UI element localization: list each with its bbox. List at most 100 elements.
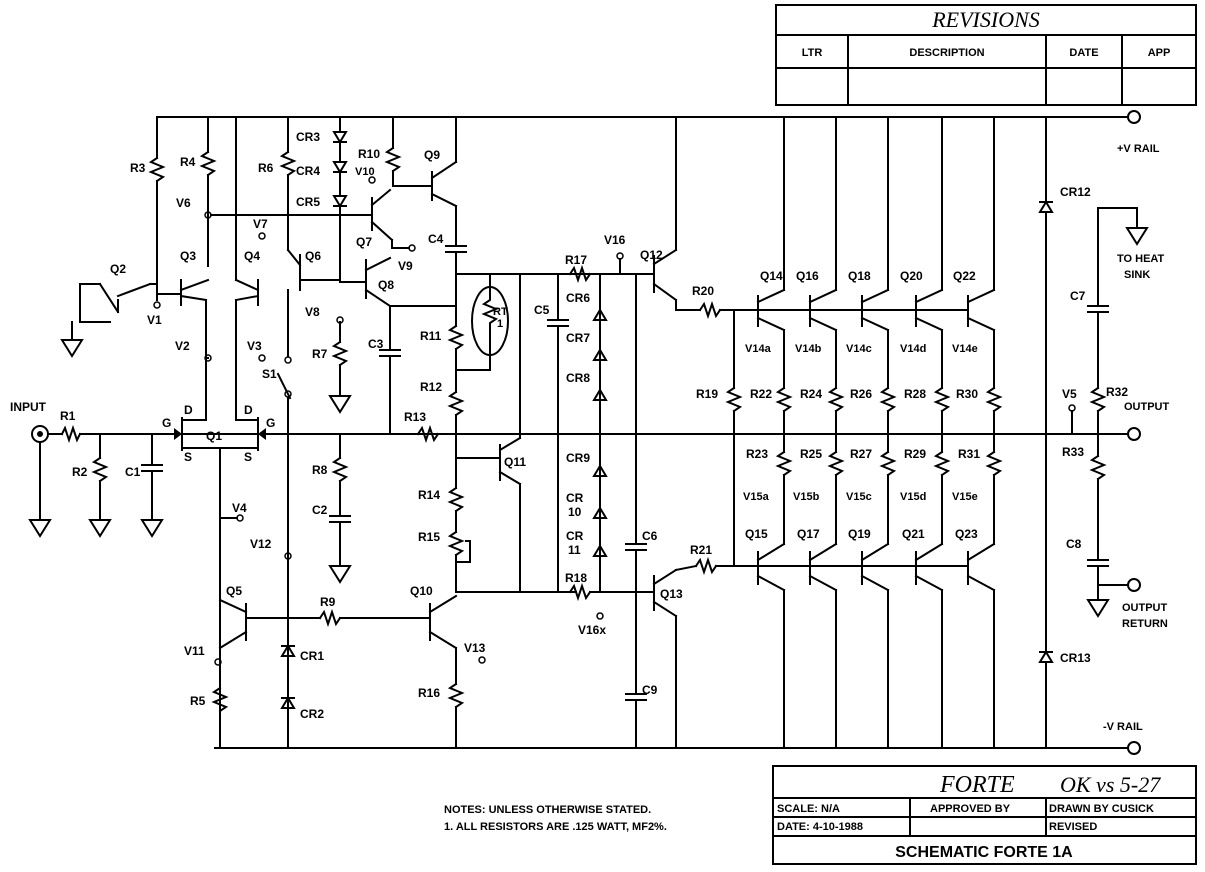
label-r13: R13: [404, 410, 426, 424]
label-c5: C5: [534, 303, 550, 317]
label-r20: R20: [692, 284, 714, 298]
label-v1: V1: [147, 313, 162, 327]
label-cr8: CR8: [566, 371, 590, 385]
label-v10: V10: [355, 166, 375, 178]
label-r27: R27: [850, 447, 872, 461]
label-q23: Q23: [955, 527, 978, 541]
label-r22: R22: [750, 387, 772, 401]
label-r19: R19: [696, 387, 718, 401]
label-q11: Q11: [504, 455, 526, 469]
label-cr10-b: 10: [568, 505, 582, 519]
label-q10: Q10: [410, 584, 433, 598]
label-q8: Q8: [378, 278, 394, 292]
label-cr9: CR9: [566, 451, 590, 465]
label-r23: R23: [746, 447, 768, 461]
label-c7: C7: [1070, 289, 1086, 303]
label-heat-sink-2: SINK: [1124, 269, 1150, 281]
emitter-resistors-lower: [775, 433, 1003, 545]
npn-bank: [756, 288, 996, 332]
label-r1: R1: [60, 409, 76, 423]
output-stage: Q14 Q16 Q18 Q20 Q22 V14a V14b V14c V14d …: [743, 116, 1128, 749]
label-v12: V12: [250, 537, 272, 551]
label-v16x: V16x: [578, 623, 606, 637]
label-q4: Q4: [244, 249, 260, 263]
title-revised: REVISED: [1049, 821, 1097, 833]
label-q9: Q9: [424, 148, 440, 162]
label-r31: R31: [958, 447, 980, 461]
title-scale: SCALE: N/A: [777, 803, 840, 815]
title-schematic: SCHEMATIC FORTE 1A: [895, 844, 1073, 861]
label-r5: R5: [190, 694, 206, 708]
label-c1: C1: [125, 465, 141, 479]
label-output-return-1: OUTPUT: [1122, 602, 1168, 614]
label-vminus-rail: -V RAIL: [1103, 721, 1143, 733]
label-q16: Q16: [796, 269, 819, 283]
label-cr6: CR6: [566, 291, 590, 305]
label-v9: V9: [398, 259, 413, 273]
label-cr1: CR1: [300, 649, 324, 663]
label-output-return-2: RETURN: [1122, 618, 1168, 630]
label-cr4: CR4: [296, 164, 320, 178]
label-input: INPUT: [10, 400, 47, 414]
label-c8: C8: [1066, 537, 1082, 551]
title-handwritten-note: OK vs 5-27: [1060, 772, 1161, 797]
label-q18: Q18: [848, 269, 871, 283]
pnp-bank: [756, 542, 996, 749]
label-v16: V16: [604, 233, 626, 247]
rev-header-app: APP: [1148, 47, 1171, 59]
label-v14c: V14c: [846, 343, 872, 355]
notes-line-1: NOTES: UNLESS OTHERWISE STATED.: [444, 804, 651, 816]
label-q15: Q15: [745, 527, 768, 541]
title-block: FORTE OK vs 5-27 SCALE: N/A APPROVED BY …: [772, 765, 1197, 865]
label-q12: Q12: [640, 248, 663, 262]
label-r10: R10: [358, 147, 380, 161]
rails: +V RAIL -V RAIL OUTPUT TO HEAT SINK OUTP…: [156, 110, 1170, 755]
label-q14: Q14: [760, 269, 783, 283]
label-cr11-a: CR: [566, 529, 584, 543]
label-c4: C4: [428, 232, 444, 246]
bias-stack: R17 V16 C5 CR6 CR7 CR8 CR9 CR 10 CR 11 R…: [534, 233, 658, 749]
label-v15d: V15d: [900, 491, 926, 503]
label-r32: R32: [1106, 385, 1128, 399]
label-r24: R24: [800, 387, 822, 401]
label-v15a: V15a: [743, 491, 770, 503]
label-r18: R18: [565, 571, 587, 585]
pin-d2: D: [244, 403, 253, 417]
rev-header-date: DATE: [1069, 47, 1098, 59]
label-q22: Q22: [953, 269, 976, 283]
label-rt-1: 1: [497, 318, 503, 330]
revisions-block: REVISIONS LTR DESCRIPTION DATE APP: [775, 4, 1197, 106]
label-r14: R14: [418, 488, 440, 502]
label-v8: V8: [305, 305, 320, 319]
label-cr11-b: 11: [568, 543, 581, 557]
label-v14a: V14a: [745, 343, 772, 355]
label-v3: V3: [247, 339, 262, 353]
label-cr13: CR13: [1060, 651, 1091, 665]
label-r7: R7: [312, 347, 328, 361]
label-r29: R29: [904, 447, 926, 461]
label-r2: R2: [72, 465, 88, 479]
label-v13: V13: [464, 641, 486, 655]
input-stage: INPUT R1 R2 C1 G D S G D S Q1: [10, 299, 455, 749]
notes-line-2: 1. ALL RESISTORS ARE .125 WATT, MF2%.: [444, 821, 667, 833]
label-r17: R17: [565, 253, 587, 267]
label-heat-sink-1: TO HEAT: [1117, 253, 1165, 265]
label-cr2: CR2: [300, 707, 324, 721]
label-r25: R25: [800, 447, 822, 461]
title-approved-by: APPROVED BY: [930, 803, 1011, 815]
label-r8: R8: [312, 463, 328, 477]
label-r16: R16: [418, 686, 440, 700]
label-v14d: V14d: [900, 343, 926, 355]
label-r21: R21: [690, 543, 712, 557]
label-q17: Q17: [797, 527, 820, 541]
label-c6: C6: [642, 529, 658, 543]
label-q19: Q19: [848, 527, 871, 541]
label-r3: R3: [130, 161, 146, 175]
label-s1: S1: [262, 367, 277, 381]
label-q21: Q21: [902, 527, 925, 541]
label-r11: R11: [420, 329, 442, 343]
label-q2: Q2: [110, 262, 126, 276]
label-c3: C3: [368, 337, 384, 351]
label-r4: R4: [180, 155, 196, 169]
